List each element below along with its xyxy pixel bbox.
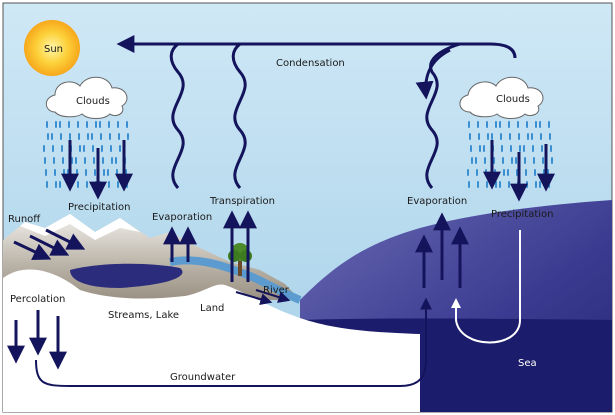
condensation-arrow: [116, 35, 517, 59]
groundwater-arrow: [35, 297, 432, 387]
lake: [70, 263, 183, 288]
clouds-right-label: Clouds: [496, 94, 530, 105]
evaporation-right-label: Evaporation: [407, 196, 467, 207]
runoff-arrow: [13, 240, 52, 261]
river-flow-arrow: [255, 289, 291, 303]
cloud-left-icon: [45, 76, 128, 119]
streams-lake-label: Streams, Lake: [108, 310, 179, 321]
condensation-label: Condensation: [276, 58, 345, 69]
percolation-label: Percolation: [10, 294, 65, 305]
transpiration-label: Transpiration: [209, 196, 275, 207]
sun-label: Sun: [44, 44, 63, 55]
cloud-right-icon: [459, 76, 544, 119]
evaporation-left-label: Evaporation: [152, 212, 212, 223]
runoff-arrow: [45, 228, 86, 250]
river-flow-arrow: [235, 291, 273, 306]
runoff-label: Runoff: [8, 214, 41, 225]
rain-right: [467, 121, 553, 188]
runoff-arrow: [29, 234, 70, 256]
sun-icon: [24, 20, 80, 76]
groundwater-label: Groundwater: [170, 372, 236, 383]
sea-circulation-arrow: [451, 230, 521, 344]
vapor-wave: [231, 42, 247, 190]
vapor-wave: [169, 42, 185, 190]
ground: [3, 269, 420, 412]
vapor-wave-arrow: [415, 48, 451, 100]
river-label: River: [263, 285, 290, 296]
clouds-left-label: Clouds: [76, 96, 110, 107]
land-label: Land: [200, 303, 224, 314]
vapor-wave: [425, 42, 461, 190]
precipitation-right-label: Precipitation: [491, 209, 554, 220]
sea-label: Sea: [518, 358, 537, 369]
precipitation-left-label: Precipitation: [68, 202, 131, 213]
